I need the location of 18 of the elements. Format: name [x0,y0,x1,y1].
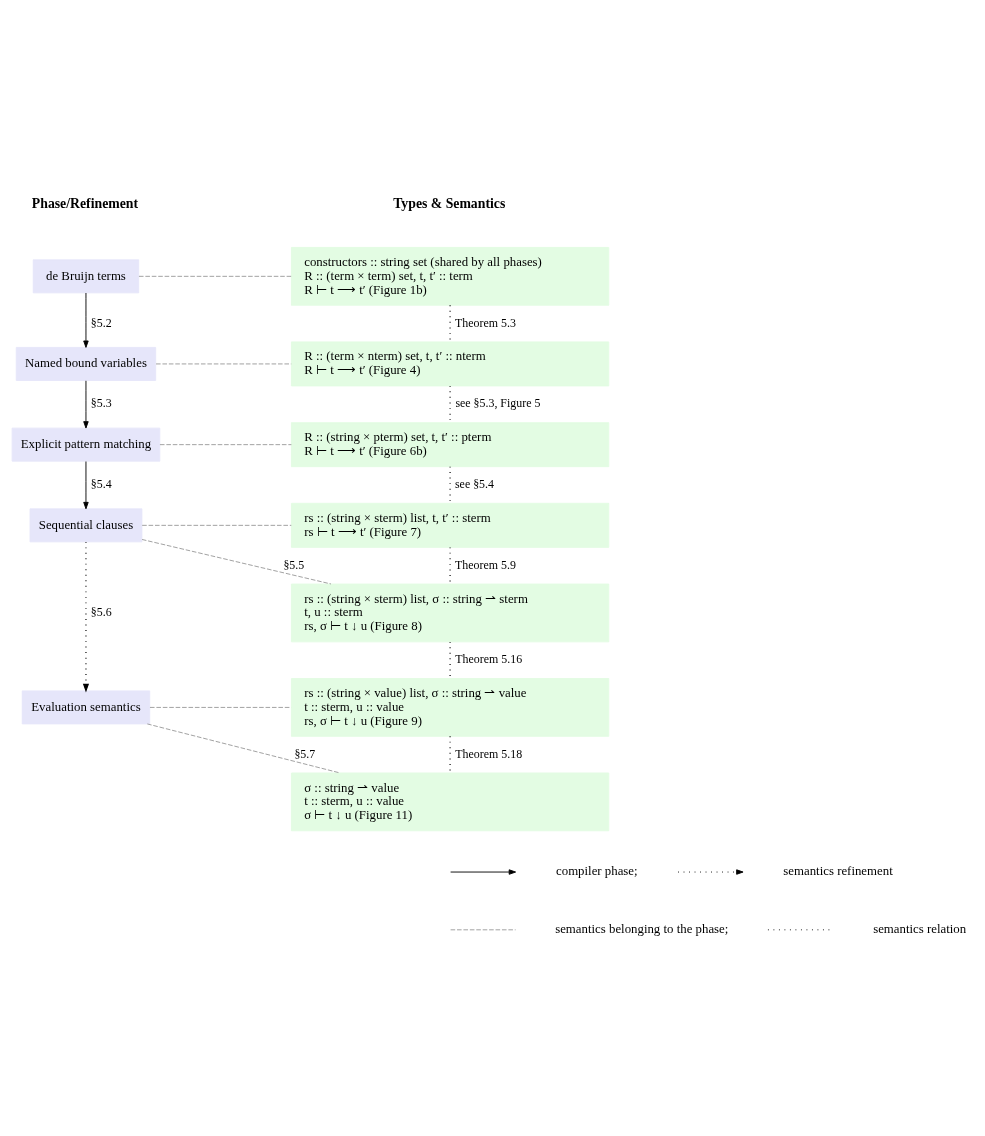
legend-label: semantics relation [873,922,967,937]
edge-label: §5.4 [90,477,112,492]
edge-label: Theorem 5.9 [455,557,516,572]
label: Types & Semantics [393,196,506,212]
edge-label: §5.5 [283,557,305,572]
edge-label: see §5.3, Figure 5 [455,396,541,411]
edge-label: Theorem 5.18 [455,746,523,761]
legend-label: semantics belonging to the phase; [555,922,729,937]
edge-label: §5.2 [90,315,112,330]
edge-label: §5.6 [90,605,112,620]
label: Phase/Refinement [31,196,139,212]
edge-label: Theorem 5.16 [455,652,523,667]
edge-label: §5.3 [90,396,112,411]
edge-label: see §5.4 [454,477,495,492]
legend-label: compiler phase; [556,864,638,879]
edge-label: Theorem 5.3 [455,315,516,330]
legend-label: semantics refinement [783,864,893,879]
edge-label: §5.7 [294,746,316,761]
